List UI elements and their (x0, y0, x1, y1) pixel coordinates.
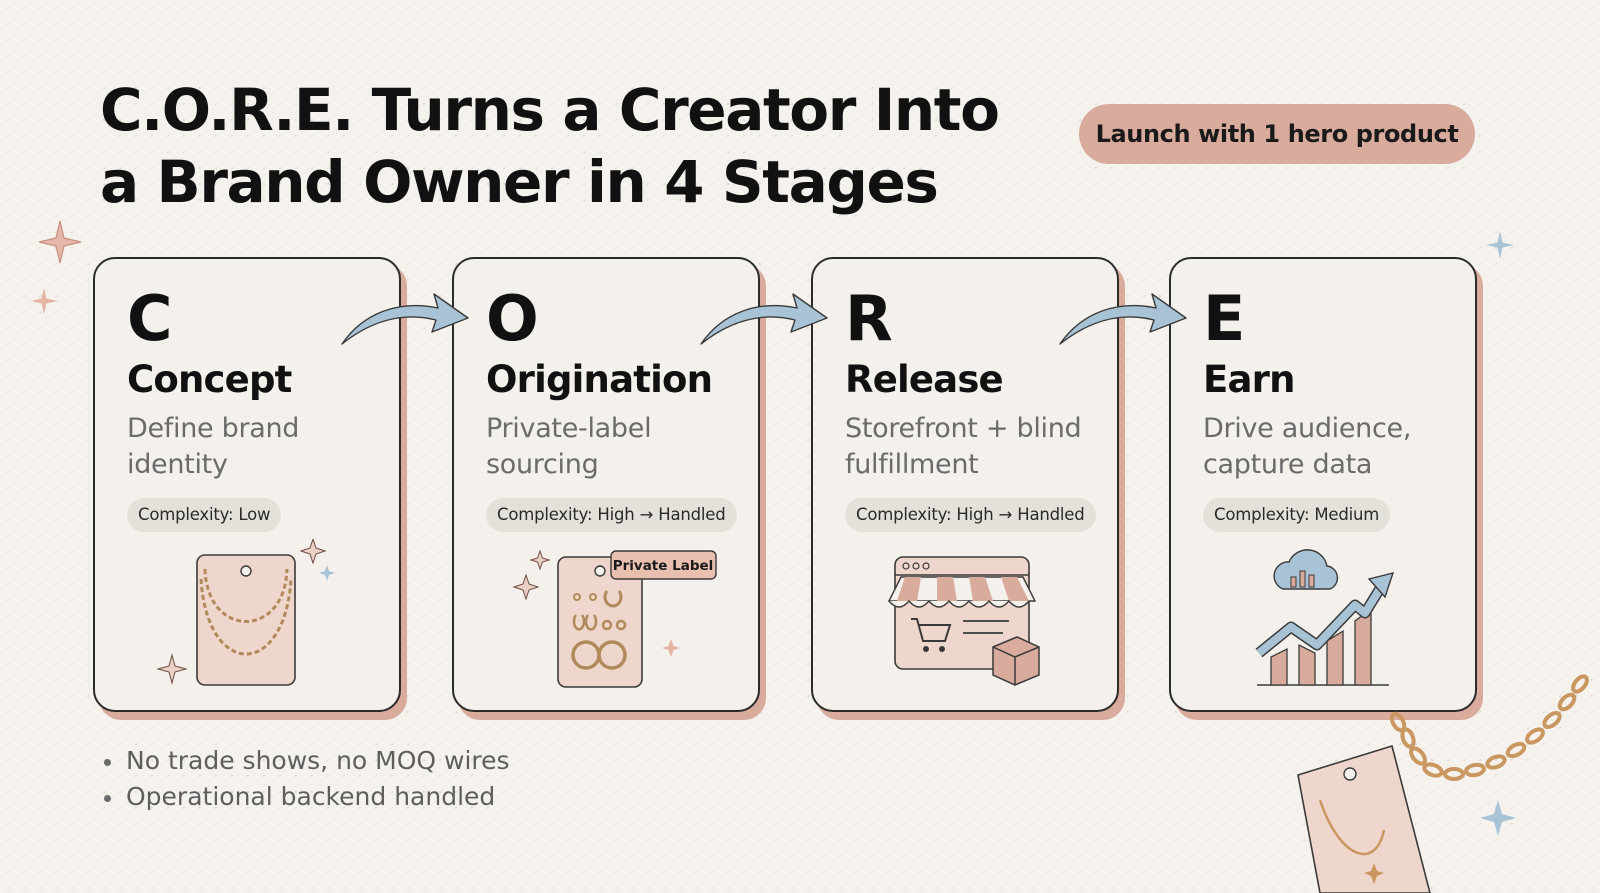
complexity-badge: Complexity: Low (127, 498, 282, 532)
stage-card-concept: C Concept Define brand identity Complexi… (93, 257, 401, 712)
stage-letter: O (486, 282, 539, 355)
stage-description: Drive audience, capture data (1203, 413, 1412, 480)
stage-letter: R (845, 282, 893, 355)
sparkle-icon (31, 288, 57, 314)
stage-name: Earn (1203, 358, 1295, 401)
arrow-right-icon (341, 293, 469, 345)
jewelry-tag-decoration-icon (1297, 674, 1589, 893)
arrow-right-icon (1059, 293, 1187, 345)
complexity-badge: Complexity: Medium (1203, 498, 1391, 532)
page-title-line-1: C.O.R.E. Turns a Creator Into (100, 76, 1000, 144)
storefront-icon (887, 556, 1040, 686)
stage-letter: E (1203, 282, 1246, 355)
stage-description: Define brand identity (127, 413, 300, 480)
stage-description: Private-label sourcing (486, 413, 652, 480)
sparkle-icon (1486, 231, 1514, 259)
earring-card-icon: Private Label (512, 549, 717, 688)
stage-card-release: R Release Storefront + blind fulfillment… (811, 257, 1119, 712)
complexity-badge: Complexity: High → Handled (486, 498, 737, 532)
stage-description: Storefront + blind fulfillment (845, 413, 1082, 480)
launch-hero-product-pill: Launch with 1 hero product (1079, 104, 1475, 164)
stage-letter: C (127, 282, 173, 355)
bullet-item: No trade shows, no MOQ wires (104, 743, 510, 779)
bullet-item: Operational backend handled (104, 779, 510, 815)
sparkle-icon (38, 220, 82, 264)
stage-name: Release (845, 358, 1004, 401)
growth-chart-icon (1255, 549, 1395, 686)
arrow-right-icon (700, 293, 828, 345)
stage-card-origination: O Origination Private-label sourcing Com… (452, 257, 760, 712)
stage-name: Origination (486, 358, 713, 401)
stage-card-earn: E Earn Drive audience, capture data Comp… (1169, 257, 1477, 712)
stage-name: Concept (127, 358, 292, 401)
complexity-badge: Complexity: High → Handled (845, 498, 1096, 532)
bullet-list: No trade shows, no MOQ wires Operational… (104, 743, 510, 815)
page-title-line-2: a Brand Owner in 4 Stages (100, 148, 939, 216)
page-title: C.O.R.E. Turns a Creator Into a Brand Ow… (100, 74, 1000, 218)
necklace-tag-icon (156, 539, 335, 686)
private-label-tag: Private Label (613, 558, 714, 574)
